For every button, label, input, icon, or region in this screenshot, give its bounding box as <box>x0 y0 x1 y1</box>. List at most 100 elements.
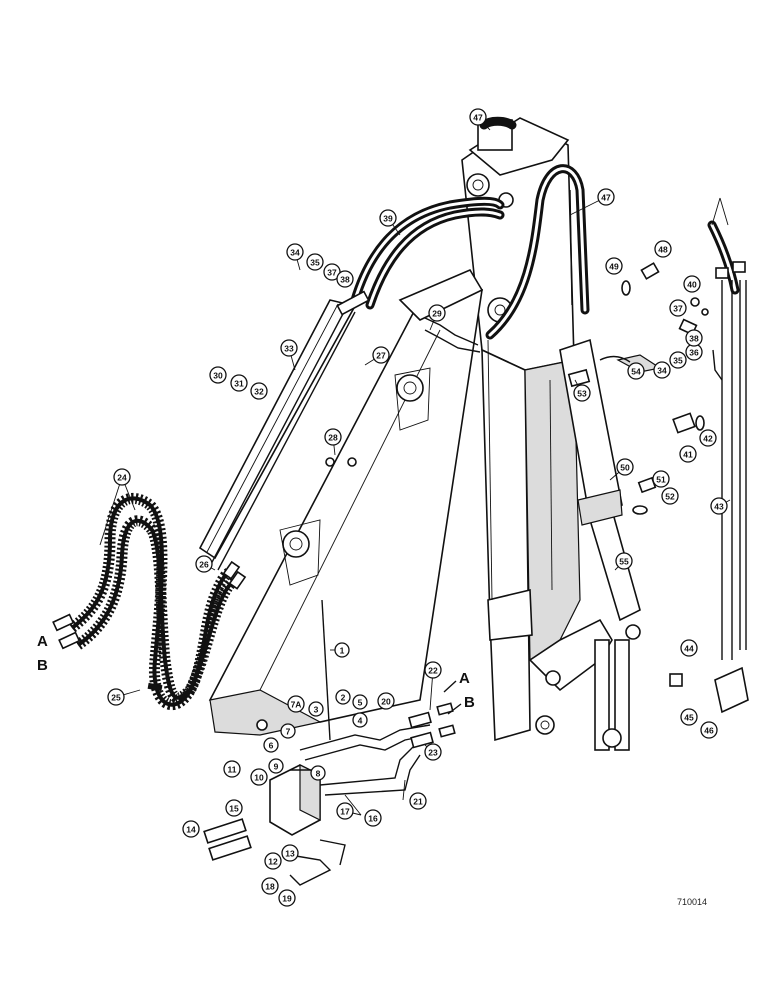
callout-circle <box>661 487 679 505</box>
callout-8: 8 <box>310 765 326 781</box>
callout-number: 30 <box>213 371 223 381</box>
port-label-a-left: A <box>37 633 48 650</box>
callout-number: 8 <box>316 769 321 779</box>
callout-number: 17 <box>340 807 350 817</box>
callout-37-repeat: 37 <box>669 299 687 317</box>
callout-2: 2 <box>335 689 351 705</box>
control-valve <box>203 599 456 886</box>
callout-circle <box>685 329 703 347</box>
callout-number: 55 <box>619 557 629 567</box>
callout-number: 47 <box>601 193 611 203</box>
callout-52: 52 <box>661 487 679 505</box>
callout-47-repeat: 47 <box>597 188 615 206</box>
callout-circle <box>113 468 131 486</box>
callout-number: 29 <box>432 309 442 319</box>
callout-number: 4 <box>358 716 363 726</box>
callout-number: 48 <box>658 245 668 255</box>
callout-circle <box>409 792 427 810</box>
callout-circle <box>336 270 354 288</box>
callout-number: 35 <box>673 356 683 366</box>
callout-circle <box>616 458 634 476</box>
callout-20: 20 <box>377 692 395 710</box>
callout-circle <box>223 760 241 778</box>
callout-circle <box>379 209 397 227</box>
callout-number: 26 <box>199 560 209 570</box>
callout-15: 15 <box>225 799 243 817</box>
callout-number: 41 <box>683 450 693 460</box>
callout-circle <box>627 362 645 380</box>
callout-40: 40 <box>683 275 701 293</box>
callout-number: 18 <box>265 882 275 892</box>
callout-circle <box>195 555 213 573</box>
callout-number: 20 <box>381 697 391 707</box>
callout-21: 21 <box>409 792 427 810</box>
callout-circle <box>310 765 326 781</box>
callout-circle <box>683 275 701 293</box>
callout-number: 43 <box>714 502 724 512</box>
callout-circle <box>287 695 305 713</box>
port-label-b-right: B <box>464 694 475 711</box>
callout-46: 46 <box>700 721 718 739</box>
callout-30: 30 <box>209 366 227 384</box>
callout-28: 28 <box>324 428 342 446</box>
callout-23: 23 <box>424 743 442 761</box>
callout-circle <box>278 889 296 907</box>
callout-number: 28 <box>328 433 338 443</box>
callout-12: 12 <box>264 852 282 870</box>
callout-22: 22 <box>424 661 442 679</box>
callout-39: 39 <box>379 209 397 227</box>
callout-number: 37 <box>327 268 337 278</box>
callout-number: 35 <box>310 258 320 268</box>
callout-number: 27 <box>376 351 386 361</box>
callout-number: 25 <box>111 693 121 703</box>
callout-7a: 7A <box>287 695 305 713</box>
coiled-hoses <box>52 492 247 711</box>
callout-33: 33 <box>280 339 298 357</box>
boom-cylinder <box>559 338 641 622</box>
callout-number: 3 <box>314 705 319 715</box>
callout-number: 2 <box>341 693 346 703</box>
callout-circle <box>710 497 728 515</box>
callout-number: 7A <box>291 700 302 710</box>
callout-number: 42 <box>703 434 713 444</box>
callout-number: 33 <box>284 344 294 354</box>
callout-number: 34 <box>657 366 667 376</box>
callout-circle <box>605 257 623 275</box>
callout-circle <box>264 852 282 870</box>
callout-number: 15 <box>229 804 239 814</box>
callout-circle <box>573 384 591 402</box>
callout-circle <box>424 743 442 761</box>
callout-circle <box>280 339 298 357</box>
callout-circle <box>699 429 717 447</box>
callout-42: 42 <box>699 429 717 447</box>
callout-circle <box>669 299 687 317</box>
callout-number: 9 <box>274 762 279 772</box>
port-label-a-right: A <box>459 670 470 687</box>
callout-circle <box>428 304 446 322</box>
callout-3: 3 <box>308 701 324 717</box>
callout-number: 47 <box>473 113 483 123</box>
callout-circle <box>308 701 324 717</box>
callout-34-repeat: 34 <box>653 361 671 379</box>
callout-number: 31 <box>234 379 244 389</box>
callout-circle <box>680 639 698 657</box>
callout-number: 12 <box>268 857 278 867</box>
callout-circle <box>615 552 633 570</box>
callout-circle <box>336 802 354 820</box>
callout-number: 21 <box>413 797 423 807</box>
callout-circle <box>280 723 296 739</box>
callout-32: 32 <box>250 382 268 400</box>
callout-circle <box>352 694 368 710</box>
callout-13: 13 <box>281 844 299 862</box>
callout-circle <box>700 721 718 739</box>
callout-55: 55 <box>615 552 633 570</box>
callout-26: 26 <box>195 555 213 573</box>
port-arrow-b <box>447 703 462 715</box>
callout-41: 41 <box>679 445 697 463</box>
dipper-hoses <box>350 116 590 340</box>
callout-circle <box>652 470 670 488</box>
callout-number: 16 <box>368 814 378 824</box>
callout-number: 37 <box>673 304 683 314</box>
callout-circle <box>377 692 395 710</box>
